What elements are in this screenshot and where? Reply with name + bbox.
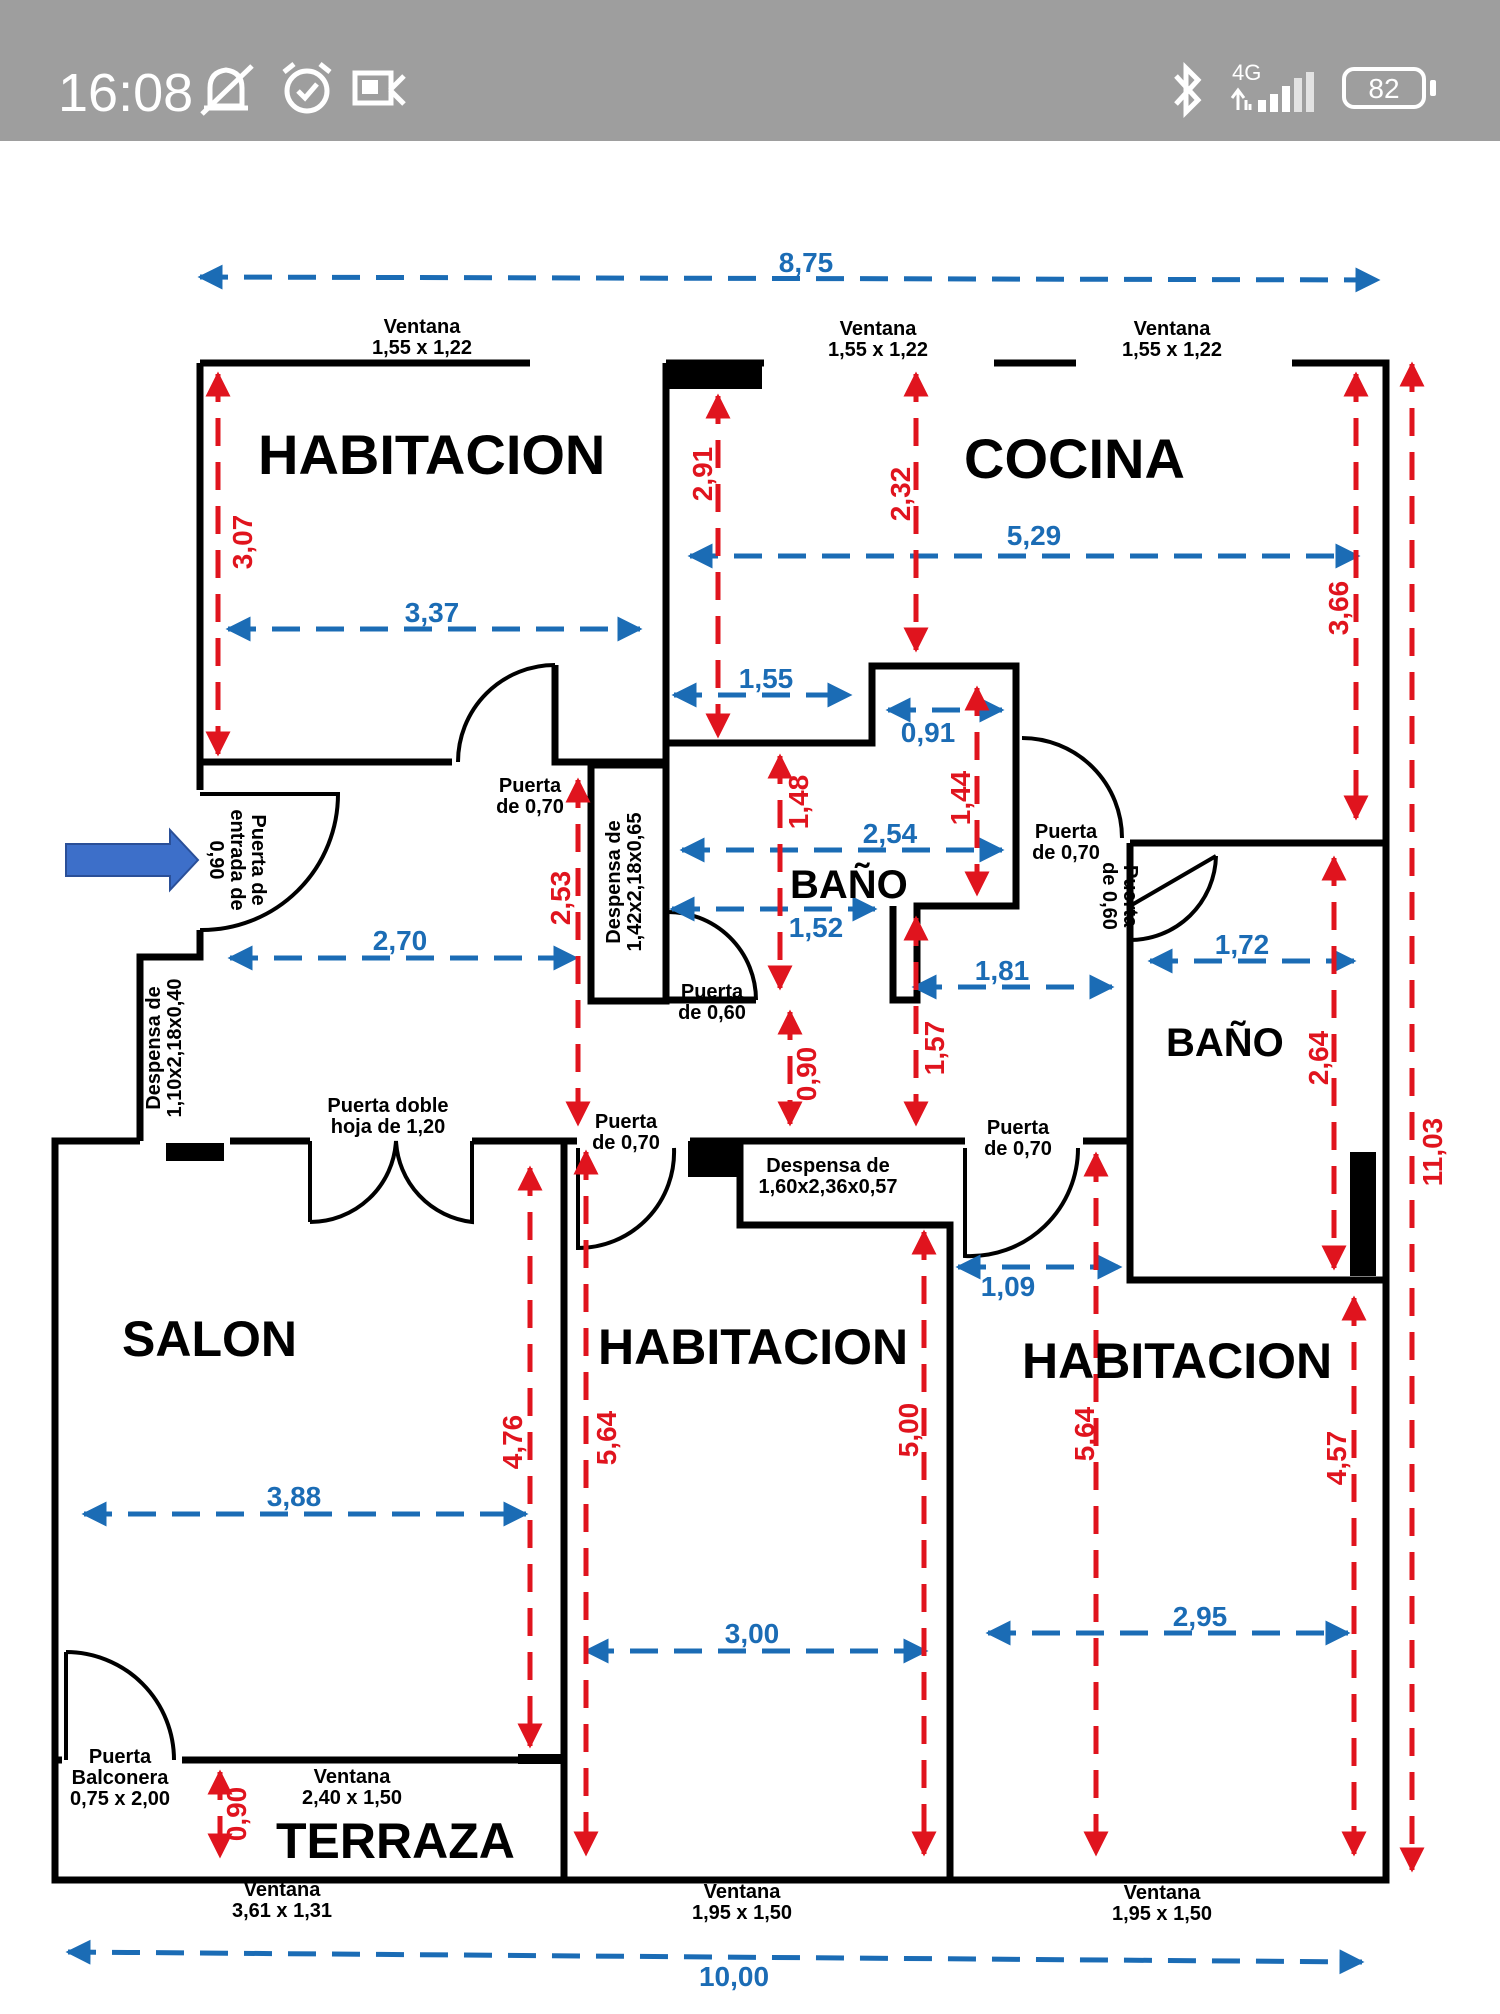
wall-block	[518, 1754, 562, 1764]
door-swing	[64, 1650, 176, 1761]
dim-value: 3,00	[725, 1618, 780, 1649]
dim-line	[65, 1939, 1365, 1975]
dim-value: 2,32	[885, 467, 916, 522]
bano-right-wall	[1083, 839, 1386, 1284]
battery-icon: 82	[1342, 67, 1426, 109]
horizontal-dimension-values: 8,75 3,37 5,29 1,55 0,91 2,54 1,52 2,70 …	[267, 247, 1270, 1992]
storage-label: Despensa de1,42x2,18x0,65	[603, 812, 646, 951]
door-swing	[576, 1147, 677, 1251]
dim-value: 3,37	[405, 597, 460, 628]
dim-value: 2,95	[1173, 1601, 1228, 1632]
dim-value: 10,00	[699, 1961, 769, 1992]
vertical-dimension-values: 3,07 2,91 2,32 3,66 1,48 1,44 2,53 0,90 …	[221, 447, 1448, 1842]
bluetooth-icon	[1174, 61, 1202, 119]
signal-icon	[1230, 72, 1314, 112]
dim-value: 2,53	[545, 871, 576, 926]
dim-value: 2,91	[687, 447, 718, 502]
room-names: HABITACION COCINA BAÑO BAÑO SALON HABITA…	[122, 423, 1332, 1869]
dim-value: 5,29	[1007, 520, 1062, 551]
battery-tip	[1430, 80, 1436, 96]
dim-value: 0,90	[791, 1047, 822, 1102]
despensa-center-wall	[587, 761, 670, 1005]
dim-value: 1,52	[789, 912, 844, 943]
cast-icon	[352, 70, 406, 106]
clock: 16:08	[58, 63, 194, 123]
door-label: Puerta deentrada de0,90	[205, 809, 269, 910]
dim-value: 2,64	[1303, 1030, 1334, 1085]
dim-line	[197, 264, 1381, 293]
wall-block	[666, 363, 762, 389]
room-bano-right: BAÑO	[1166, 1019, 1284, 1065]
outer-wall	[51, 359, 1390, 1884]
door-swing	[1128, 854, 1218, 942]
dim-value: 0,91	[901, 717, 956, 748]
dim-value: 4,76	[497, 1415, 528, 1470]
battery-level: 82	[1368, 73, 1400, 104]
dim-value: 2,54	[863, 818, 918, 849]
alarm-icon	[282, 62, 332, 114]
dim-value: 4,57	[1321, 1431, 1352, 1486]
room-terraza: TERRAZA	[276, 1813, 515, 1869]
dim-value: 3,66	[1323, 581, 1354, 636]
door-swing	[456, 663, 557, 763]
dim-value: 5,64	[591, 1410, 622, 1465]
dim-value: 11,03	[1417, 1118, 1448, 1187]
room-habitacion-top: HABITACION	[258, 423, 605, 486]
walls	[51, 359, 1390, 1884]
dim-value: 8,75	[779, 247, 834, 278]
dim-value: 1,55	[739, 663, 794, 694]
entry-arrow	[65, 827, 200, 893]
dim-value: 1,72	[1215, 929, 1270, 960]
vertical-dimensions	[205, 361, 1425, 1873]
wall-block	[1350, 1152, 1376, 1276]
muted-bell-icon	[200, 64, 254, 116]
room-salon: SALON	[122, 1311, 297, 1367]
door-swing	[963, 1147, 1081, 1259]
horizontal-dimensions	[65, 264, 1381, 1975]
dim-value: 1,48	[783, 775, 814, 830]
salon-wall	[55, 1137, 568, 1880]
dim-value: 1,81	[975, 955, 1030, 986]
dim-value: 1,44	[945, 770, 976, 825]
dim-value: 2,70	[373, 925, 428, 956]
network-label: 4G	[1232, 60, 1262, 85]
door-swing	[199, 792, 341, 933]
dim-value: 5,00	[893, 1403, 924, 1458]
room-bano-center: BAÑO	[790, 861, 908, 907]
door-swing	[308, 1140, 474, 1225]
dim-value: 1,09	[981, 1271, 1036, 1302]
floor-plan: HABITACION COCINA BAÑO BAÑO SALON HABITA…	[51, 247, 1448, 1992]
dim-value: 5,64	[1069, 1406, 1100, 1461]
room-habitacion-right: HABITACION	[1022, 1333, 1332, 1389]
door-swing	[1021, 736, 1124, 839]
room-habitacion-mid: HABITACION	[598, 1319, 908, 1375]
wall-block	[688, 1141, 740, 1177]
door-label: Puertade 0,60	[1098, 862, 1141, 930]
dim-value: 3,07	[227, 515, 258, 570]
status-bar: 16:08 4G 82	[0, 0, 1500, 141]
habitacion-mid-wall	[564, 1137, 965, 1880]
room-cocina: COCINA	[964, 427, 1185, 490]
wall-block	[166, 1143, 224, 1161]
storage-label: Despensa de1,10x2,18x0,40	[143, 978, 186, 1117]
dim-value: 3,88	[267, 1481, 322, 1512]
dim-value: 0,90	[221, 1787, 252, 1842]
dim-value: 1,57	[919, 1021, 950, 1076]
